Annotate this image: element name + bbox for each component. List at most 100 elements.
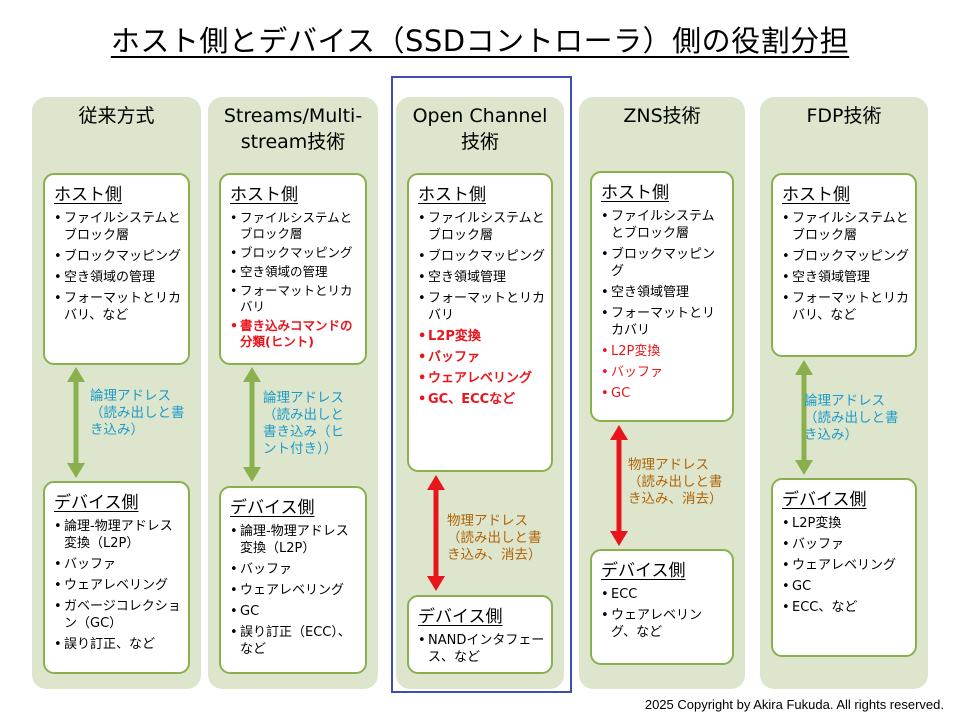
logical-address-arrow [67, 367, 85, 478]
list-item: ブロックマッピング [230, 245, 359, 261]
device-box: デバイス側論理-物理アドレス変換（L2P）バッファウェアレベリングGC誤り訂正（… [219, 486, 367, 674]
list-item: ECC、など [782, 599, 909, 616]
device-box: デバイス側論理-物理アドレス変換（L2P）バッファウェアレベリングガベージコレク… [43, 481, 190, 674]
list-item: ECC [601, 586, 726, 603]
host-heading: ホスト側 [54, 185, 122, 205]
device-heading: デバイス側 [230, 498, 315, 518]
device-item-list: NANDインタフェース、など [418, 632, 545, 666]
list-item: フォーマットとリカバリ、など [782, 290, 909, 324]
column-title: ZNS技術 [579, 103, 745, 129]
physical-address-label: 物理アドレス（読み出しと書き込み、消去） [628, 457, 723, 508]
list-item: L2P変換 [418, 328, 545, 345]
list-item: ブロックマッピング [54, 248, 182, 265]
address-label-line: き込み） [804, 427, 858, 443]
host-heading: ホスト側 [782, 185, 850, 205]
host-item-list: ファイルシステムとブロック層ブロックマッピング空き領域管理フォーマットとリカバリ… [782, 210, 909, 324]
host-box: ホスト側ファイルシステムとブロック層ブロックマッピング空き領域の管理フォーマット… [43, 173, 190, 365]
address-label-line: 論理アドレス [804, 393, 885, 409]
list-item: フォーマットとリカバリ [601, 305, 726, 339]
open-channel-highlight-frame [391, 76, 572, 693]
host-item-list: ファイルシステムとブロック層ブロックマッピング空き領域の管理フォーマットとリカバ… [230, 210, 359, 350]
device-heading: デバイス側 [54, 493, 139, 513]
column-title-line: 従来方式 [78, 105, 155, 127]
address-label-line: 書き込み（ヒ [263, 424, 344, 440]
address-label-line: き込み、消去） [628, 491, 723, 507]
device-heading: デバイス側 [782, 490, 867, 510]
list-item: ウェアレベリング [782, 557, 909, 574]
address-label-line: ント付き）） [263, 441, 338, 457]
address-label-line: （読み出しと書 [447, 530, 542, 546]
list-item: フォーマットとリカバリ [230, 283, 359, 315]
list-item: L2P変換 [782, 515, 909, 532]
host-item-list: ファイルシステムとブロック層ブロックマッピング空き領域管理フォーマットとリカバリ… [418, 210, 545, 408]
physical-address-arrow [427, 475, 445, 591]
logical-address-label: 論理アドレス（読み出しと書き込み） [804, 393, 899, 444]
host-heading: ホスト側 [230, 185, 298, 205]
list-item: バッファ [782, 536, 909, 553]
page-title: ホスト側とデバイス（SSDコントローラ）側の役割分担 [110, 24, 850, 58]
list-item: フォーマットとリカバリ [418, 290, 545, 324]
list-item: 誤り訂正（ECC）、など [230, 624, 359, 658]
list-item: ウェアレベリング、など [601, 607, 726, 641]
logical-address-arrow [795, 360, 813, 475]
address-label-line: 論理アドレス [90, 388, 171, 404]
list-item: 空き領域管理 [782, 269, 909, 286]
column-title-line: FDP技術 [806, 105, 882, 127]
device-heading: デバイス側 [418, 607, 503, 627]
list-item: ファイルシステムとブロック層 [230, 210, 359, 242]
host-box: ホスト側ファイルシステムとブロック層ブロックマッピング空き領域管理フォーマットと… [590, 171, 734, 422]
list-item: ブロックマッピング [418, 248, 545, 265]
device-box: デバイス側 ECC ウェアレベリング、など [590, 549, 734, 665]
list-item: 論理-物理アドレス変換（L2P） [230, 523, 359, 557]
list-item: L2P変換 [601, 343, 726, 360]
column-title-line: ZNS技術 [623, 105, 701, 127]
list-item: バッファ [418, 349, 545, 366]
device-item-list: ECC ウェアレベリング、など [601, 586, 726, 641]
address-label-line: 物理アドレス [628, 457, 709, 473]
list-item: 空き領域管理 [418, 269, 545, 286]
address-label-line: （読み出しと書 [804, 410, 899, 426]
column-title: FDP技術 [760, 103, 928, 129]
column-title: Streams/Multi-stream技術 [208, 103, 378, 155]
list-item: GC [782, 578, 909, 595]
host-box: ホスト側ファイルシステムとブロック層ブロックマッピング空き領域管理フォーマットと… [407, 173, 553, 472]
host-box: ホスト側ファイルシステムとブロック層ブロックマッピング空き領域の管理フォーマット… [219, 173, 367, 365]
list-item: GC [230, 603, 359, 620]
list-item: 書き込みコマンドの分類(ヒント) [230, 318, 359, 350]
list-item: NANDインタフェース、など [418, 632, 545, 666]
physical-address-label: 物理アドレス（読み出しと書き込み、消去） [447, 513, 542, 564]
logical-address-label: 論理アドレス（読み出しと書き込み（ヒント付き）） [263, 390, 344, 458]
device-heading: デバイス側 [601, 561, 686, 581]
physical-address-arrow [610, 425, 628, 546]
list-item: ファイルシステムとブロック層 [418, 210, 545, 244]
list-item: ブロックマッピング [601, 246, 726, 280]
address-label-line: き込み、消去） [447, 547, 542, 563]
list-item: GC、ECCなど [418, 391, 545, 408]
device-item-list: 論理-物理アドレス変換（L2P）バッファウェアレベリングGC誤り訂正（ECC）、… [230, 523, 359, 658]
logical-address-label: 論理アドレス（読み出しと書き込み） [90, 388, 185, 439]
address-label-line: 物理アドレス [447, 513, 528, 529]
address-label-line: 論理アドレス [263, 390, 344, 406]
address-label-line: （読み出しと書 [628, 474, 723, 490]
list-item: ブロックマッピング [782, 248, 909, 265]
device-box: デバイス側 NANDインタフェース、など [407, 595, 553, 674]
column-title-line: Streams/Multi- [223, 105, 363, 127]
list-item: バッファ [230, 561, 359, 578]
address-label-line: （読み出しと書 [90, 405, 185, 421]
list-item: 空き領域の管理 [54, 269, 182, 286]
list-item: フォーマットとリカバリ、など [54, 290, 182, 324]
list-item: ファイルシステムとブロック層 [782, 210, 909, 244]
list-item: ファイルシステムとブロック層 [601, 208, 726, 242]
list-item: 空き領域管理 [601, 284, 726, 301]
copyright-notice: 2025 Copyright by Akira Fukuda. All righ… [644, 697, 944, 712]
column-title: 従来方式 [32, 103, 201, 129]
device-item-list: L2P変換バッファウェアレベリング GC ECC、など [782, 515, 909, 616]
list-item: ウェアレベリング [54, 577, 182, 594]
logical-address-arrow [243, 367, 261, 482]
column-title-line: 技術 [460, 131, 499, 153]
host-box: ホスト側ファイルシステムとブロック層ブロックマッピング空き領域管理フォーマットと… [771, 173, 917, 357]
column-title-line: stream技術 [240, 131, 346, 153]
list-item: ファイルシステムとブロック層 [54, 210, 182, 244]
device-box: デバイス側 L2P変換バッファウェアレベリング GC ECC、など [771, 478, 917, 657]
